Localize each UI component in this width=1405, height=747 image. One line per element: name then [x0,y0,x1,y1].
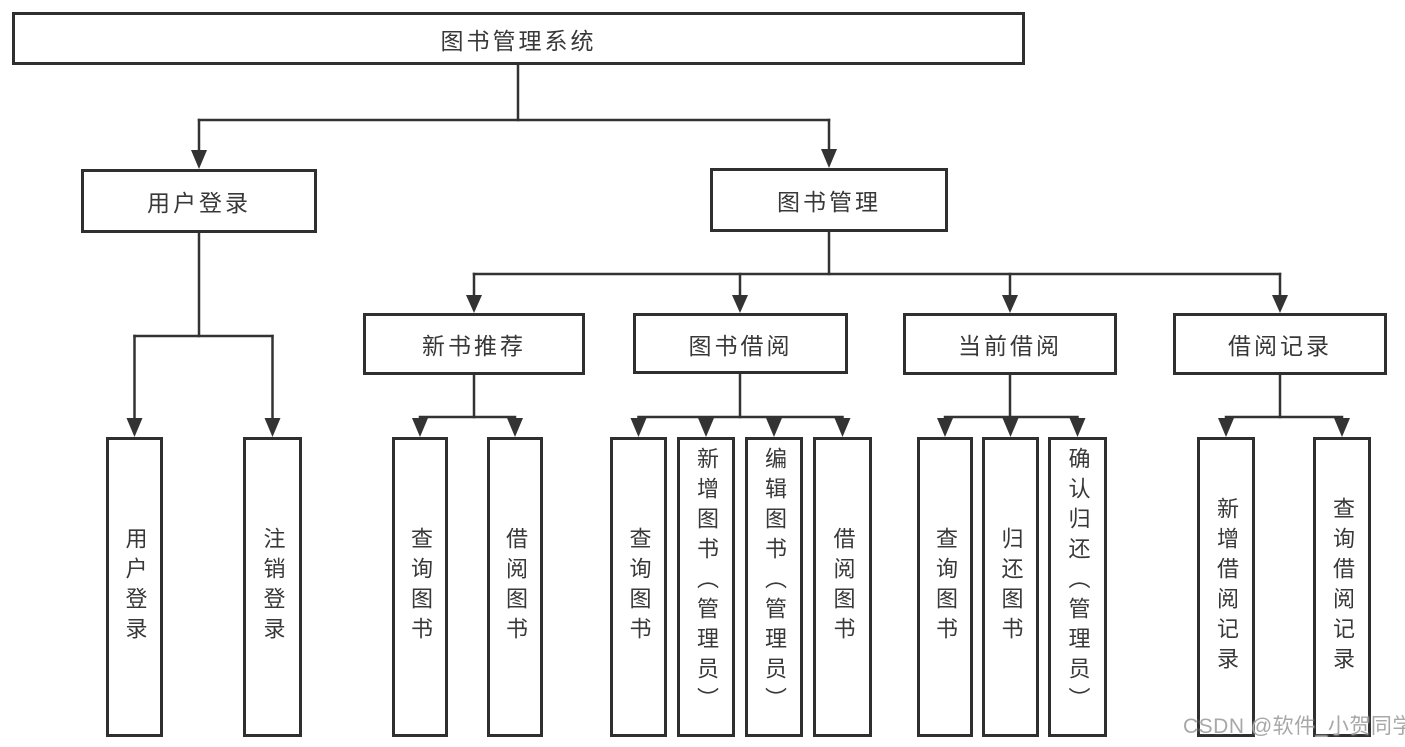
leaf-user-login: 用户登录 [106,437,163,737]
leaf-rec-borrow-books: 借阅图书 [487,437,543,737]
node-label: 查询借阅记录 [1330,497,1355,677]
node-user-login-group: 用户登录 [81,169,317,233]
node-label: 新增借阅记录 [1214,497,1239,677]
node-book-borrowing: 图书借阅 [633,313,848,374]
node-label: 新增图书（管理员） [694,447,719,717]
node-label: 图书借阅 [688,332,793,359]
node-label: 当前借阅 [958,333,1062,359]
node-label: 借阅图书 [503,527,528,647]
node-label: 图书管理系统 [440,27,597,54]
csdn-watermark: CSDN @软件_小贺同学 [1183,715,1405,738]
node-label: 归还图书 [998,527,1024,647]
node-label: 借阅图书 [830,527,856,647]
node-label: 图书管理 [777,189,881,215]
leaf-br-add-record: 新增借阅记录 [1197,437,1255,737]
leaf-bb-edit-books-admin: 编辑图书（管理员） [745,437,803,737]
node-label: 新书推荐 [422,333,526,359]
node-label: 编辑图书（管理员） [762,447,787,717]
leaf-rec-query-books: 查询图书 [392,437,448,737]
arrow-heads [126,149,1350,437]
leaf-bb-borrow-books: 借阅图书 [813,437,872,737]
node-system-root: 图书管理系统 [12,12,1025,65]
node-label: 用户登录 [147,190,251,216]
node-label: 查询图书 [626,527,652,647]
node-label: 用户登录 [122,527,148,647]
connector-lines [133,63,1344,423]
node-label: 注销登录 [260,527,286,647]
leaf-br-query-record: 查询借阅记录 [1313,437,1371,737]
leaf-cb-query-books: 查询图书 [917,437,973,737]
leaf-bb-add-books-admin: 新增图书（管理员） [677,437,735,737]
node-book-management: 图书管理 [710,168,948,232]
leaf-cb-confirm-return-admin: 确认归还（管理员） [1048,437,1107,737]
node-label: 查询图书 [933,527,958,647]
leaf-bb-query-books: 查询图书 [610,437,667,737]
leaf-cb-return-books: 归还图书 [982,437,1039,737]
node-label: 查询图书 [408,527,433,647]
node-label: 确认归还（管理员） [1065,447,1091,717]
leaf-logout: 注销登录 [243,437,302,737]
node-borrowing-records: 借阅记录 [1173,313,1387,375]
node-current-borrowing: 当前借阅 [903,313,1117,375]
node-new-book-recommend: 新书推荐 [363,313,585,375]
node-label: 借阅记录 [1228,333,1332,359]
